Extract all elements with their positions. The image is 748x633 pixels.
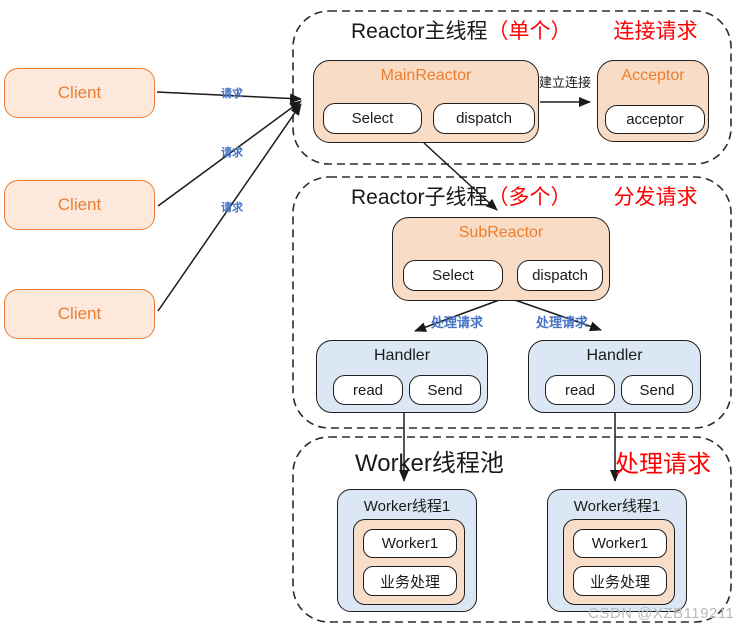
dispatch-edge-label-left: 处理请求 [431, 315, 484, 330]
csdn-watermark: CSDN @XZB119211 [588, 605, 735, 622]
client-label: Client [57, 83, 102, 102]
main-section-title-paren: （单个） [487, 20, 572, 43]
main-reactor-select: Select [323, 103, 422, 134]
handler-title: Handler [586, 347, 643, 364]
client-node-2: Client [4, 180, 155, 230]
worker-label: Worker1 [363, 529, 457, 558]
establish-connection-label: 建立连接 [539, 75, 592, 90]
sub-reactor-select: Select [403, 260, 503, 291]
main-reactor-node: MainReactor Select dispatch [313, 60, 539, 143]
dispatch-edge-label-right: 处理请求 [536, 315, 589, 330]
request-edge-label-3: 请求 [221, 202, 243, 214]
client-label: Client [57, 195, 102, 214]
worker-node-right: Worker线程1 Worker1 业务处理 [547, 489, 687, 612]
acceptor-inner: acceptor [605, 105, 705, 134]
main-section-title-note: 连接请求 [613, 20, 698, 43]
handler-read: read [545, 375, 615, 405]
sub-section-title-note: 分发请求 [613, 186, 698, 209]
worker-node-left: Worker线程1 Worker1 业务处理 [337, 489, 477, 612]
sub-section-title-text: Reactor子线程 [351, 186, 488, 209]
handler-send: Send [409, 375, 481, 405]
worker-label: Worker1 [573, 529, 667, 558]
handler-title: Handler [373, 347, 431, 364]
worker-section-note: 处理请求 [615, 451, 711, 478]
handler-read: read [333, 375, 403, 405]
acceptor-title: Acceptor [621, 67, 685, 84]
client-node-3: Client [4, 289, 155, 339]
main-section-title: Reactor主线程（单个） 连接请求 [351, 15, 698, 45]
acceptor-node: Acceptor acceptor [597, 60, 709, 142]
sub-reactor-node: SubReactor Select dispatch [392, 217, 610, 301]
request-edge-label-1: 请求 [221, 88, 243, 100]
main-reactor-title: MainReactor [380, 67, 472, 84]
main-reactor-dispatch: dispatch [433, 103, 535, 134]
main-section-title-text: Reactor主线程 [351, 20, 488, 43]
sub-section-title: Reactor子线程（多个） 分发请求 [351, 181, 698, 211]
sub-reactor-dispatch: dispatch [517, 260, 603, 291]
handler-node-right: Handler read Send [528, 340, 701, 413]
request-edge-label-2: 请求 [221, 147, 243, 159]
sub-reactor-title: SubReactor [458, 224, 544, 241]
client-node-1: Client [4, 68, 155, 118]
client-label: Client [57, 304, 102, 323]
sub-section-title-paren: （多个） [487, 186, 572, 209]
worker-thread-title: Worker线程1 [363, 498, 451, 515]
handler-node-left: Handler read Send [316, 340, 488, 413]
worker-task-label: 业务处理 [363, 566, 457, 596]
worker-thread-title: Worker线程1 [573, 498, 661, 515]
worker-section-title: Worker线程池 [355, 450, 504, 477]
worker-inner-group: Worker1 业务处理 [563, 519, 675, 605]
worker-task-label: 业务处理 [573, 566, 667, 596]
handler-send: Send [621, 375, 693, 405]
worker-inner-group: Worker1 业务处理 [353, 519, 465, 605]
